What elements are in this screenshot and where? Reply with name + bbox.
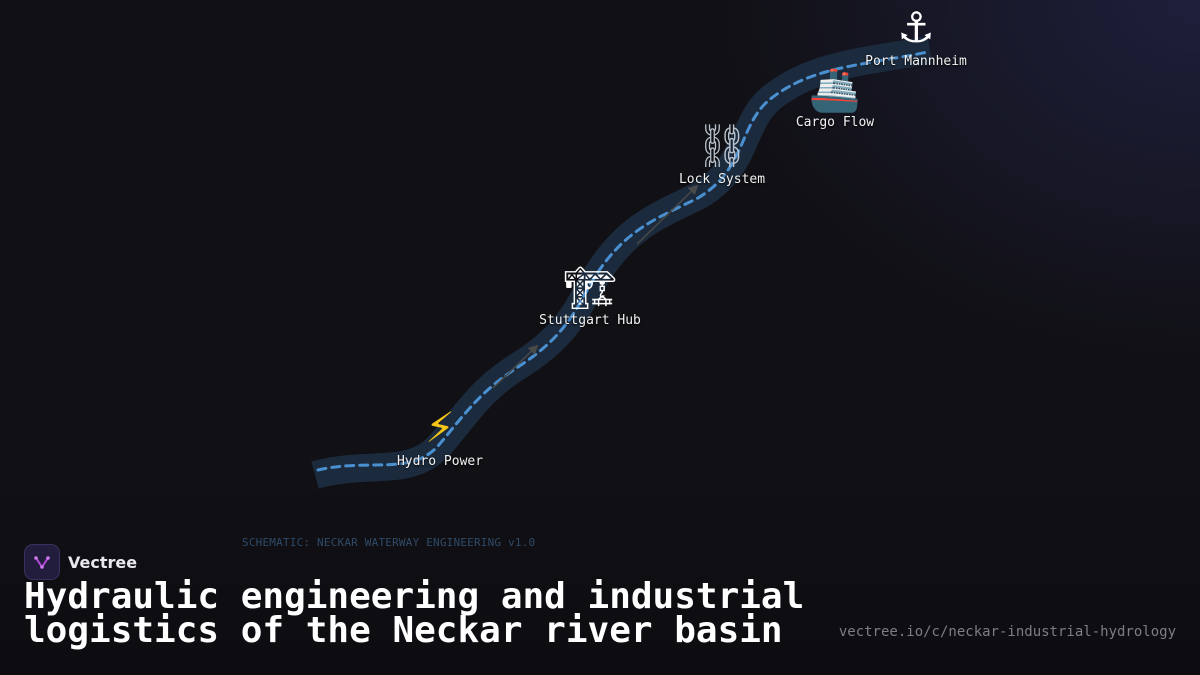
node-label-port-mannheim: Port Mannheim [865,54,967,69]
flow-arrow [636,184,699,245]
anchor-icon: ⚓ [897,3,935,52]
node-label-stuttgart-hub: Stuttgart Hub [539,313,641,328]
flow-arrow [492,344,539,389]
schematic-caption: SCHEMATIC: NECKAR WATERWAY ENGINEERING v… [242,536,536,549]
page-title: Hydraulic engineering and industrial log… [24,576,805,651]
node-label-lock-system: Lock System [678,172,766,187]
vectree-logo-icon [24,544,60,580]
ship-icon: 🚢 [808,65,862,114]
node-label-hydro-power: Hydro Power [396,454,484,469]
chain-icon: ⛓ [695,121,749,170]
brand[interactable]: Vectree [24,544,137,580]
crane-icon: 🏗 [563,263,617,312]
river-flow-line [316,50,930,472]
node-label-cargo-flow: Cargo Flow [795,115,875,130]
source-url[interactable]: vectree.io/c/neckar-industrial-hydrology [838,624,1176,640]
lightning-icon: ⚡ [425,403,455,452]
brand-name: Vectree [68,552,138,572]
